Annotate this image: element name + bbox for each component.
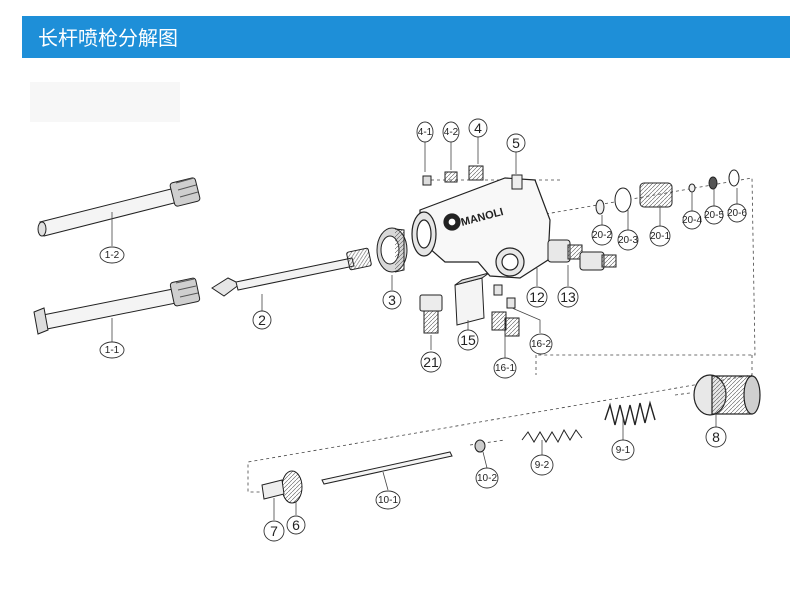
callout-7: 7 [270,523,278,539]
callout-10-2: 10-2 [477,473,497,484]
part-2-nozzle-rod [211,247,372,297]
callout-20-3: 20-3 [618,235,638,246]
part-5-pin [511,174,523,190]
part-21-fitting [419,294,443,334]
part-6-7-air-cap [261,470,303,504]
leader-lines [111,137,738,520]
callout-16-1: 16-1 [495,363,515,374]
callouts [99,118,747,542]
callout-16-2: 16-2 [531,339,551,350]
callout-4-2: 4-2 [444,127,459,138]
callout-21: 21 [423,354,439,370]
part-3-ring-nut [376,227,408,273]
callout-12: 12 [529,289,545,305]
part-10-needle [321,439,486,485]
part-9-2-spring [521,428,583,444]
title-bar: 长杆喷枪分解图 [22,16,790,58]
callout-3: 3 [388,292,396,308]
callout-1-2: 1-2 [105,250,120,261]
assembly-guides [247,177,756,493]
blank-panel [30,82,180,122]
part-4-fittings [422,165,484,186]
part-15-bracket [454,272,490,326]
part-8-knob [693,374,761,416]
part-12-13-fittings [547,239,617,271]
callout-2: 2 [258,312,266,328]
page-title: 长杆喷枪分解图 [38,26,178,50]
callout-4: 4 [474,120,482,136]
callout-20-6: 20-6 [727,208,747,219]
callout-9-1: 9-1 [616,445,631,456]
callout-10-1: 10-1 [378,495,398,506]
callout-8: 8 [712,429,720,445]
callout-13: 13 [560,289,576,305]
part-9-1-spring [604,400,656,426]
gun-body: MANOLI [411,177,551,279]
callout-texts: 1-2 1-1 2 3 21 15 16-1 16-2 4-1 4-2 4 5 … [105,120,748,539]
callout-9-2: 9-2 [535,460,550,471]
part-20-series [595,169,740,215]
callout-1-1: 1-1 [105,345,120,356]
part-1-2-barrel [37,177,201,237]
callout-6: 6 [292,517,300,533]
callout-20-2: 20-2 [592,230,612,241]
callout-20-5: 20-5 [704,210,724,221]
part-1-1-barrel [33,277,201,335]
callout-15: 15 [460,332,476,348]
callout-20-4: 20-4 [682,215,702,226]
callout-4-1: 4-1 [418,127,433,138]
part-16-screws [491,284,520,337]
callout-20-1: 20-1 [650,231,670,242]
callout-5: 5 [512,135,520,151]
